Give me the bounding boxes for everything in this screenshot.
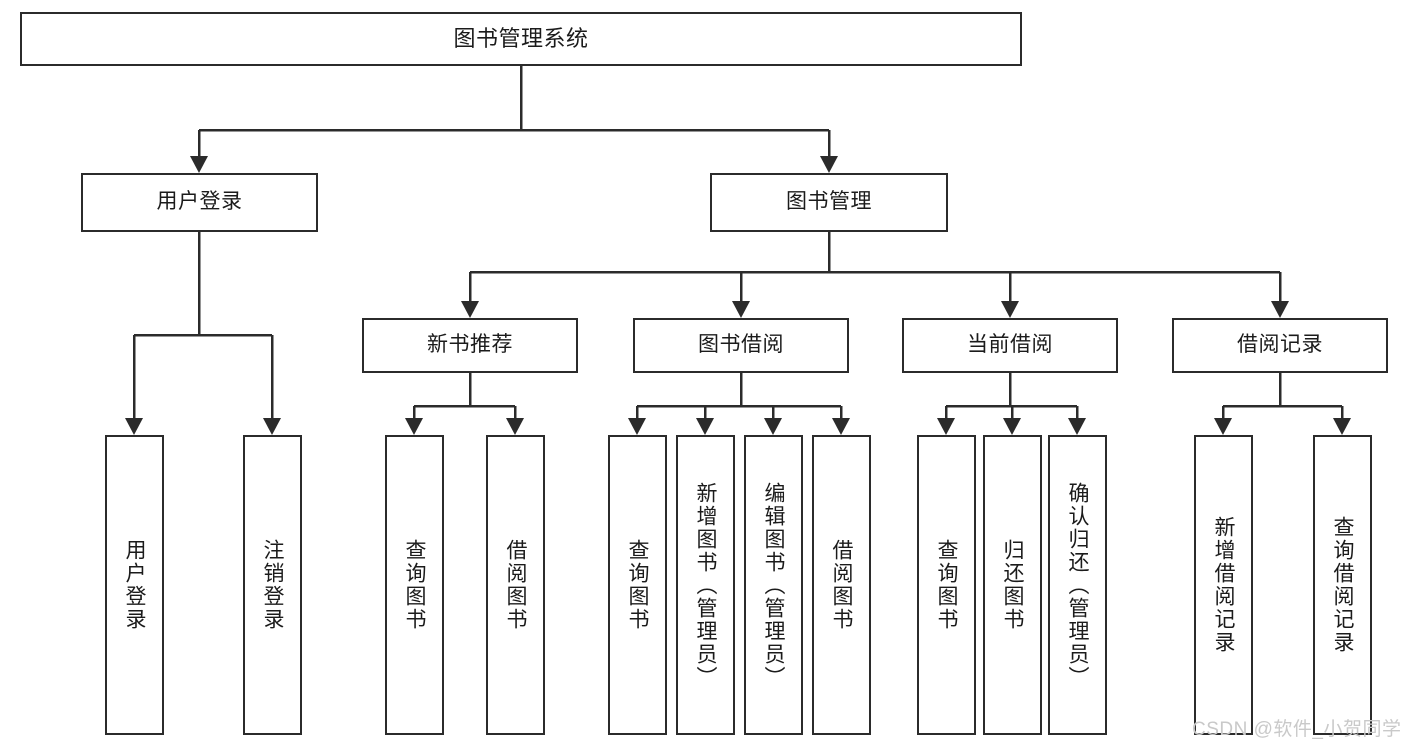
node-label: 借阅图书 — [504, 539, 527, 631]
node-label: 图书借阅 — [698, 333, 784, 357]
arrowhead-icon — [190, 156, 208, 173]
node-label: 用户登录 — [123, 539, 146, 631]
node-label: 编辑图书（管理员） — [762, 481, 785, 689]
arrowhead-icon — [506, 418, 524, 435]
node-label: 确认归还（管理员） — [1066, 481, 1089, 689]
node-label: 查询图书 — [935, 539, 958, 631]
node-label: 借阅图书 — [830, 539, 853, 631]
node-leaf-edit-book[interactable]: 编辑图书（管理员） — [744, 435, 803, 735]
arrowhead-icon — [832, 418, 850, 435]
node-user-login[interactable]: 用户登录 — [81, 173, 318, 232]
arrowhead-icon — [1271, 301, 1289, 318]
node-label: 当前借阅 — [967, 333, 1053, 357]
node-book-borrow[interactable]: 图书借阅 — [633, 318, 849, 373]
arrowhead-icon — [125, 418, 143, 435]
node-label: 图书管理 — [786, 190, 872, 214]
node-leaf-query-record[interactable]: 查询借阅记录 — [1313, 435, 1372, 735]
node-leaf-confirm-return[interactable]: 确认归还（管理员） — [1048, 435, 1107, 735]
arrowhead-icon — [1003, 418, 1021, 435]
node-root[interactable]: 图书管理系统 — [20, 12, 1022, 66]
node-leaf-borrow-book-2[interactable]: 借阅图书 — [812, 435, 871, 735]
node-book-manage[interactable]: 图书管理 — [710, 173, 948, 232]
node-leaf-add-record[interactable]: 新增借阅记录 — [1194, 435, 1253, 735]
node-label: 新书推荐 — [427, 333, 513, 357]
arrowhead-icon — [696, 418, 714, 435]
node-label: 查询借阅记录 — [1331, 516, 1354, 654]
node-leaf-return-book[interactable]: 归还图书 — [983, 435, 1042, 735]
node-borrow-record[interactable]: 借阅记录 — [1172, 318, 1388, 373]
node-leaf-add-book[interactable]: 新增图书（管理员） — [676, 435, 735, 735]
node-label: 新增借阅记录 — [1212, 516, 1235, 654]
node-leaf-query-book-2[interactable]: 查询图书 — [608, 435, 667, 735]
arrowhead-icon — [1333, 418, 1351, 435]
arrowhead-icon — [764, 418, 782, 435]
node-label: 归还图书 — [1001, 539, 1024, 631]
node-label: 注销登录 — [261, 539, 284, 631]
arrowhead-icon — [263, 418, 281, 435]
arrowhead-icon — [1001, 301, 1019, 318]
node-new-book-recommend[interactable]: 新书推荐 — [362, 318, 578, 373]
arrowhead-icon — [628, 418, 646, 435]
arrowhead-icon — [820, 156, 838, 173]
node-leaf-query-book-3[interactable]: 查询图书 — [917, 435, 976, 735]
node-label: 新增图书（管理员） — [694, 481, 717, 689]
node-label: 图书管理系统 — [453, 26, 589, 52]
connector-lines — [125, 66, 1351, 435]
arrowhead-icon — [732, 301, 750, 318]
node-label: 用户登录 — [156, 190, 243, 214]
node-leaf-query-book-1[interactable]: 查询图书 — [385, 435, 444, 735]
arrowhead-icon — [937, 418, 955, 435]
node-leaf-user-login[interactable]: 用户登录 — [105, 435, 164, 735]
node-label: 借阅记录 — [1237, 333, 1323, 357]
arrowhead-icon — [405, 418, 423, 435]
arrowhead-icon — [1214, 418, 1232, 435]
node-current-borrow[interactable]: 当前借阅 — [902, 318, 1118, 373]
node-label: 查询图书 — [403, 539, 426, 631]
arrowhead-icon — [1068, 418, 1086, 435]
node-leaf-borrow-book-1[interactable]: 借阅图书 — [486, 435, 545, 735]
arrowhead-icon — [461, 301, 479, 318]
node-leaf-logout[interactable]: 注销登录 — [243, 435, 302, 735]
node-label: 查询图书 — [626, 539, 649, 631]
